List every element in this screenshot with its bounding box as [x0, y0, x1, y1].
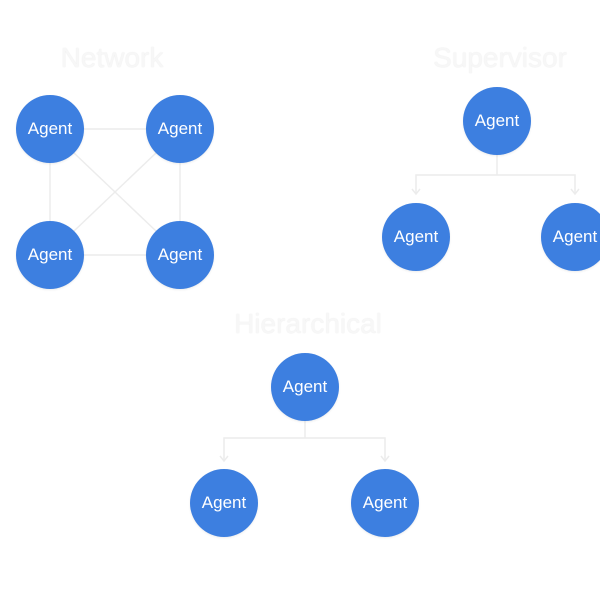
agent-label: Agent	[552, 227, 598, 246]
agent-label: Agent	[393, 227, 439, 246]
hierarchical-agent-right: Agent	[351, 469, 419, 537]
agent-label: Agent	[201, 493, 247, 512]
hierarchical-title: Hierarchical	[234, 308, 382, 339]
network-agent-top-left: Agent	[16, 95, 84, 163]
network-agent-bottom-right: Agent	[146, 221, 214, 289]
network-title: Network	[60, 42, 164, 73]
network-agent-bottom-left: Agent	[16, 221, 84, 289]
agent-label: Agent	[157, 245, 203, 264]
hierarchical-agent-root: Agent	[271, 353, 339, 421]
agent-label: Agent	[282, 377, 328, 396]
supervisor-agent-right: Agent	[541, 203, 600, 271]
supervisor-arrow-right	[570, 188, 580, 196]
supervisor-agent-root: Agent	[463, 87, 531, 155]
supervisor-arrow-left	[411, 188, 421, 196]
network-edge-diagonal-b	[73, 152, 157, 232]
agent-label: Agent	[474, 111, 520, 130]
network-agent-top-right: Agent	[146, 95, 214, 163]
supervisor-title: Supervisor	[433, 42, 567, 73]
agent-label: Agent	[27, 245, 73, 264]
hierarchical-arrow-left	[219, 455, 229, 463]
supervisor-branch	[415, 174, 576, 193]
agent-label: Agent	[27, 119, 73, 138]
hierarchical-agent-left: Agent	[190, 469, 258, 537]
supervisor-agent-left: Agent	[382, 203, 450, 271]
agent-label: Agent	[157, 119, 203, 138]
hierarchical-arrow-right	[380, 455, 390, 463]
agent-label: Agent	[362, 493, 408, 512]
hierarchical-branch	[223, 437, 386, 460]
